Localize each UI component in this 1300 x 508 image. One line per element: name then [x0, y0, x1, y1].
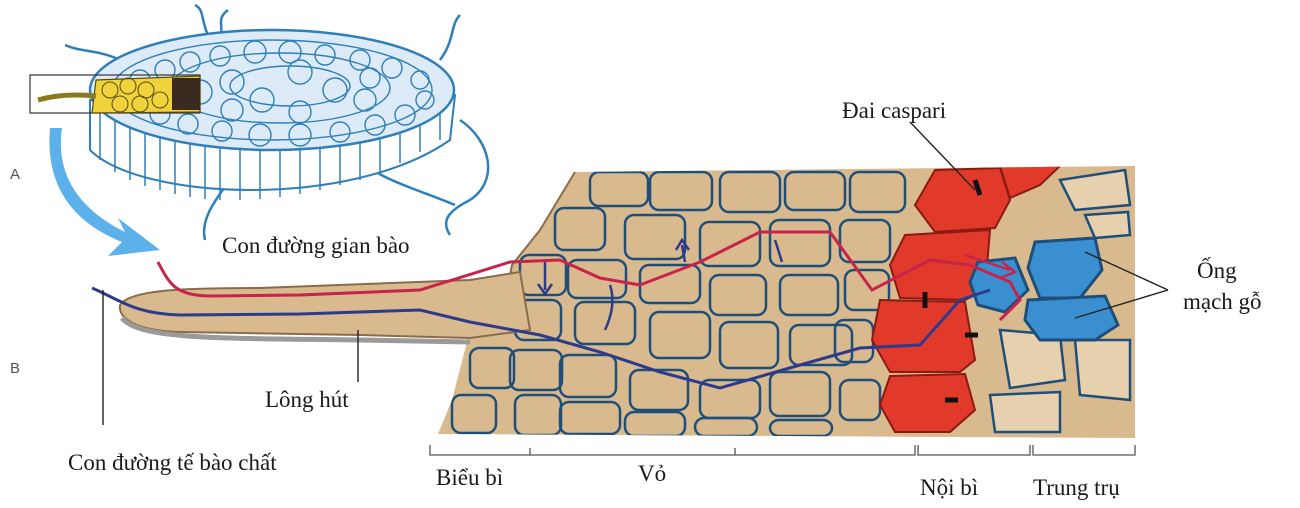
- cortex-cell: [560, 355, 616, 397]
- zone-endodermis-label: Nội bì: [920, 476, 978, 499]
- cortex-cell: [452, 395, 496, 433]
- xylem-label-line2: mạch gỗ: [1183, 290, 1262, 313]
- cortex-cell: [568, 260, 626, 298]
- zone-stele-label: Trung trụ: [1033, 476, 1120, 499]
- apoplast-label: Con đường gian bào: [222, 234, 410, 257]
- zone-epidermis-label: Biểu bì: [436, 466, 503, 489]
- cortex-cell: [695, 418, 757, 436]
- cortex-cell: [850, 172, 905, 212]
- cortex-cell: [470, 348, 514, 388]
- cortex-cell: [720, 172, 780, 212]
- symplast-label: Con đường tế bào chất: [68, 451, 277, 474]
- highlighted-sector: [30, 75, 200, 113]
- cortex-cell: [575, 302, 635, 344]
- cortex-cell: [700, 222, 760, 266]
- cortex-cell: [625, 412, 685, 436]
- cortex-cell: [785, 172, 845, 210]
- cortex-cell: [770, 372, 830, 416]
- cortex-cell: [770, 420, 832, 436]
- cortex-cell: [650, 312, 710, 358]
- root-tissue-section: [430, 160, 1140, 476]
- cortex-cell: [710, 275, 766, 315]
- cortex-cell: [835, 320, 873, 362]
- zone-brackets: [430, 445, 1135, 455]
- root-cross-section: [30, 5, 488, 240]
- cortex-cell: [625, 215, 685, 259]
- cortex-cell: [770, 220, 830, 266]
- cortex-cell: [640, 265, 700, 303]
- cortex-cell: [840, 380, 880, 420]
- cortex-cell: [555, 208, 605, 250]
- root-hair-label: Lông hút: [265, 388, 349, 411]
- zone-cortex-label: Vỏ: [638, 462, 666, 485]
- cortex-cell: [590, 172, 648, 206]
- panel-a-label: A: [10, 166, 20, 183]
- cortex-cell: [510, 350, 562, 390]
- root-hair: [120, 272, 530, 338]
- cortex-cell: [720, 322, 778, 368]
- xylem-label-line1: Ống: [1197, 259, 1237, 282]
- cortex-cell: [560, 402, 620, 434]
- cortex-cell: [515, 395, 561, 435]
- cortex-cell: [650, 172, 712, 210]
- cortex-cell: [780, 275, 838, 315]
- panel-b-label: B: [10, 360, 20, 377]
- casparian-strip-label: Đai caspari: [842, 99, 946, 122]
